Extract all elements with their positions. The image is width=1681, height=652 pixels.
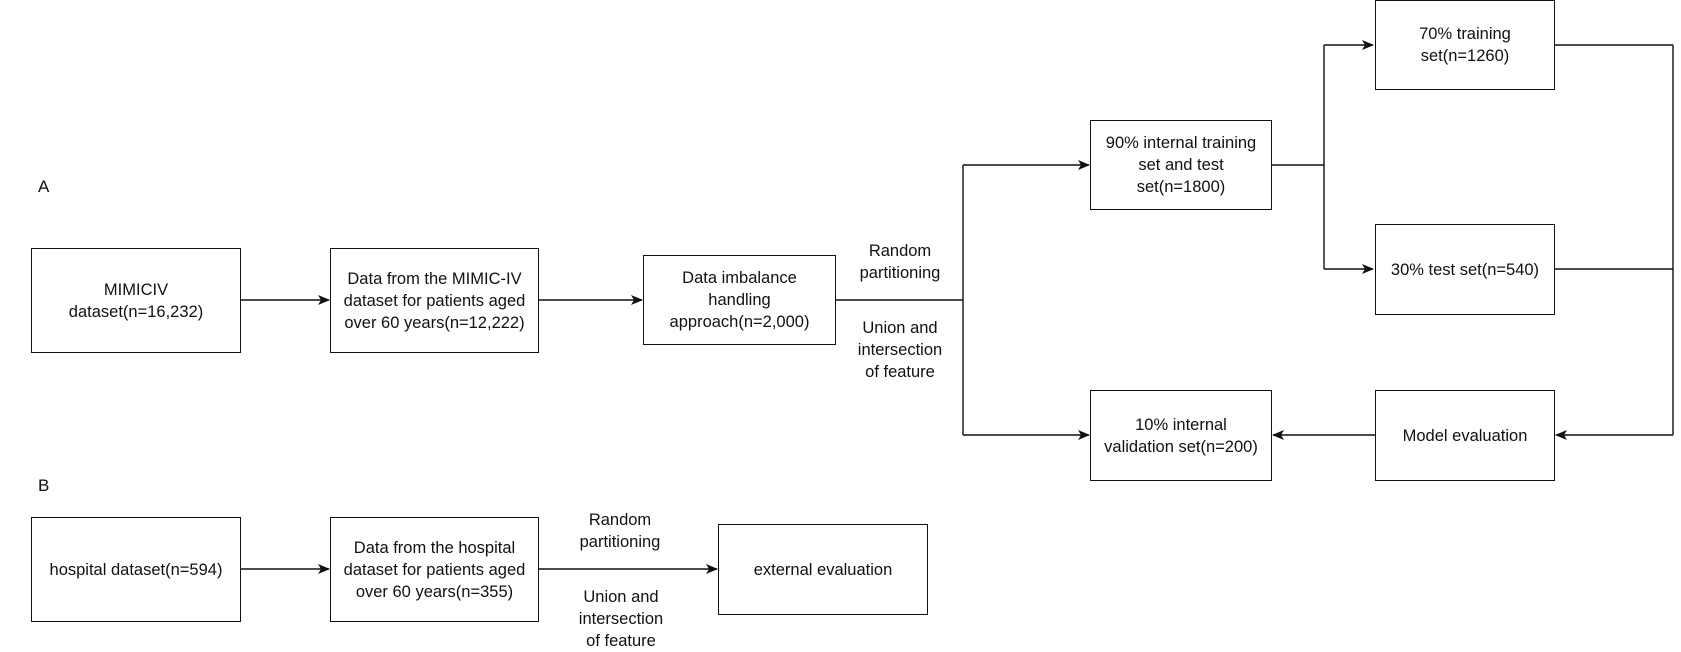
a-union-intersection-label: Union and intersection of feature [857, 319, 943, 381]
test-set-box: 30% test set(n=540) [1375, 224, 1555, 315]
hospital-dataset-text: hospital dataset(n=594) [49, 560, 223, 579]
b-random-partitioning-label: Random partitioning [579, 511, 661, 551]
imbalance-box: Data imbalance handling approach(n=2,000… [643, 255, 836, 345]
hospital-dataset-box: hospital dataset(n=594) [31, 517, 241, 622]
mimic-aged-text: Data from the MIMIC-IV dataset for patie… [343, 269, 526, 332]
mimic-dataset-box: MIMICIV dataset(n=16,232) [31, 248, 241, 353]
mimic-aged-box: Data from the MIMIC-IV dataset for patie… [330, 248, 539, 353]
mimic-dataset-text: MIMICIV dataset(n=16,232) [68, 280, 204, 321]
test-set-text: 30% test set(n=540) [1390, 260, 1540, 279]
imbalance-text: Data imbalance handling approach(n=2,000… [669, 269, 810, 331]
model-evaluation-text: Model evaluation [1402, 426, 1528, 445]
validation-set-box: 10% internal validation set(n=200) [1090, 390, 1272, 481]
internal-train-test-box: 90% internal training set and test set(n… [1090, 120, 1272, 210]
training-set-text: 70% training set(n=1260) [1419, 25, 1511, 65]
model-evaluation-box: Model evaluation [1375, 390, 1555, 481]
hospital-aged-text: Data from the hospital dataset for patie… [343, 538, 526, 601]
external-evaluation-box: external evaluation [718, 524, 928, 615]
section-a-label: A [38, 177, 50, 196]
section-b-label: B [38, 476, 50, 495]
validation-set-text: 10% internal validation set(n=200) [1104, 415, 1258, 456]
internal-train-test-text: 90% internal training set and test set(n… [1105, 134, 1257, 196]
external-evaluation-text: external evaluation [753, 560, 893, 579]
hospital-aged-box: Data from the hospital dataset for patie… [330, 517, 539, 622]
a-random-partitioning-label: Random partitioning [859, 242, 941, 282]
b-union-intersection-label: Union and intersection of feature [578, 588, 664, 650]
training-set-box: 70% training set(n=1260) [1375, 0, 1555, 90]
